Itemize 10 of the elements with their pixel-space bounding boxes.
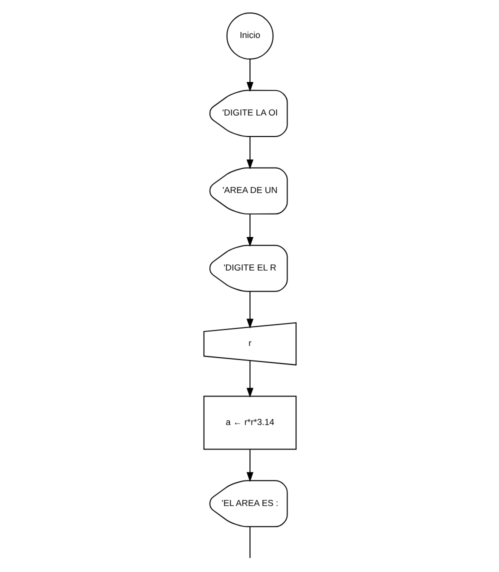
node-box: a ← r*r*3.14	[202, 396, 296, 450]
arrow	[246, 58, 253, 92]
arrow	[246, 136, 253, 170]
node-box: r	[202, 322, 296, 366]
arrow	[246, 449, 253, 482]
connector	[249, 526, 250, 558]
arrow	[246, 290, 253, 329]
arrow	[246, 214, 253, 247]
arrow	[246, 360, 253, 398]
node-circle: Inicio	[226, 12, 274, 60]
